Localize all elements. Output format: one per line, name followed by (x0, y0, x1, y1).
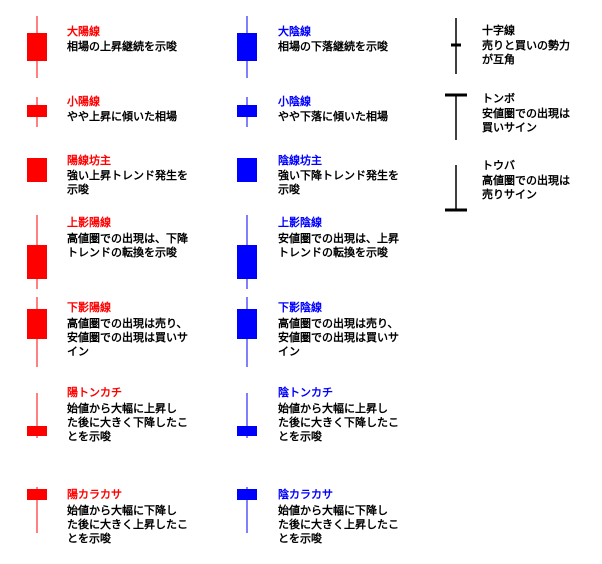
pattern-name: 小陽線 (67, 95, 100, 108)
jujisen-cross-icon (451, 18, 461, 74)
pattern-desc-line: が互角 (482, 53, 515, 66)
dai-yosen-candle-icon (27, 16, 47, 78)
pattern-desc-line: 安値圏での出現は買いサ (67, 331, 188, 344)
pattern-desc-line: 売りと買いの勢力 (482, 39, 570, 52)
pattern-name: トウバ (482, 159, 515, 172)
pattern-desc-line: 始値から大幅に上昇し (278, 402, 388, 415)
pattern-desc-line: とを示唆 (278, 532, 322, 545)
pattern-desc-line: とを示唆 (278, 430, 322, 443)
pattern-desc-line: イン (67, 345, 89, 358)
pattern-desc-line: 相場の下落継続を示唆 (278, 40, 388, 53)
insen-bozu-candle-icon (237, 158, 257, 182)
pattern-desc-line: 強い下降トレンド発生を (278, 169, 399, 182)
shitakage-insen-candle-icon (237, 297, 257, 367)
pattern-desc-line: 高値圏での出現は、下降 (67, 232, 188, 245)
pattern-desc-line: 始値から大幅に下降し (67, 504, 177, 517)
pattern-desc-line: とを示唆 (67, 430, 111, 443)
pattern-desc-line: 示唆 (67, 183, 89, 196)
pattern-desc-line: 示唆 (278, 183, 300, 196)
pattern-name: 上影陽線 (67, 216, 111, 229)
pattern-desc-line: トレンドの転換を示唆 (67, 246, 177, 259)
pattern-name: 大陽線 (67, 25, 100, 38)
pattern-desc-line: た後に大きく下降したこ (67, 416, 188, 429)
pattern-name: 陽線坊主 (67, 154, 111, 167)
pattern-name: トンボ (482, 92, 515, 105)
sho-yosen-candle-icon (27, 97, 47, 127)
pattern-name: 小陰線 (278, 95, 311, 108)
dai-insen-candle-icon (237, 16, 257, 78)
uwakage-yosen-candle-icon (27, 215, 47, 289)
pattern-desc-line: イン (278, 345, 300, 358)
pattern-name: 陽カラカサ (67, 488, 122, 501)
pattern-name: 上影陰線 (278, 216, 322, 229)
pattern-desc-line: とを示唆 (67, 532, 111, 545)
pattern-name: 陰線坊主 (278, 154, 322, 167)
uwakage-insen-candle-icon (237, 215, 257, 289)
pattern-desc-line: 安値圏での出現は買いサ (278, 331, 399, 344)
pattern-desc-line: 売りサイン (482, 188, 537, 201)
pattern-desc-line: トレンドの転換を示唆 (278, 246, 388, 259)
pattern-desc-line: た後に大きく下降したこ (278, 416, 399, 429)
yo-karakasa-candle-icon (27, 487, 47, 533)
pattern-desc-line: た後に大きく上昇したこ (278, 518, 399, 531)
touba-gravestone-icon (445, 165, 467, 212)
yosen-bozu-candle-icon (27, 158, 47, 182)
yo-tonkachi-candle-icon (27, 393, 47, 438)
pattern-desc-line: 高値圏での出現は売り、 (67, 317, 188, 330)
tonbo-dragonfly-icon (445, 93, 467, 140)
sho-insen-candle-icon (237, 97, 257, 127)
pattern-name: 大陰線 (278, 25, 311, 38)
pattern-name: 下影陽線 (67, 301, 111, 314)
pattern-name: 陰トンカチ (278, 386, 333, 399)
pattern-desc-line: 高値圏での出現は売り、 (278, 317, 399, 330)
pattern-desc-line: 始値から大幅に下降し (278, 504, 388, 517)
pattern-name: 陰カラカサ (278, 488, 333, 501)
pattern-desc-line: 安値圏での出現は、上昇 (278, 232, 399, 245)
pattern-desc-line: 高値圏での出現は (482, 174, 570, 187)
pattern-name: 下影陰線 (278, 301, 322, 314)
shitakage-yosen-candle-icon (27, 297, 47, 367)
pattern-desc-line: た後に大きく上昇したこ (67, 518, 188, 531)
in-tonkachi-candle-icon (237, 393, 257, 438)
pattern-name: 陽トンカチ (67, 386, 122, 399)
pattern-desc-line: 強い上昇トレンド発生を (67, 169, 188, 182)
in-karakasa-candle-icon (237, 487, 257, 533)
pattern-desc-line: 安値圏での出現は (482, 107, 570, 120)
pattern-desc-line: 買いサイン (482, 121, 537, 134)
pattern-name: 十字線 (482, 24, 515, 37)
pattern-desc-line: やや下落に傾いた相場 (278, 110, 388, 123)
pattern-desc-line: 始値から大幅に上昇し (67, 402, 177, 415)
pattern-desc-line: 相場の上昇継続を示唆 (67, 40, 177, 53)
pattern-desc-line: やや上昇に傾いた相場 (67, 110, 177, 123)
